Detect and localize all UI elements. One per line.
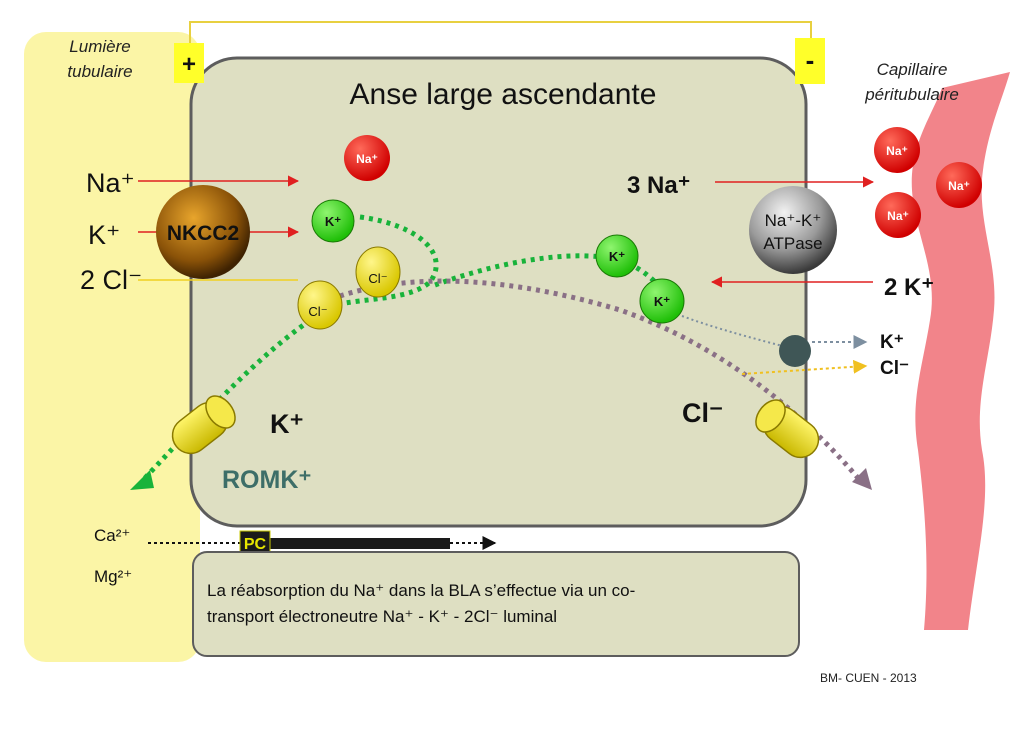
- na-ion-cell: [344, 135, 390, 181]
- na-ion-capillary-3: [875, 192, 921, 238]
- credit: BM- CUEN - 2013: [820, 671, 917, 685]
- lumen-label-line2: tubulaire: [67, 62, 132, 81]
- capillary-label-line1: Capillaire: [877, 60, 948, 79]
- cl-ion-cell-lower-label: Cl⁻: [308, 304, 327, 319]
- k-ion-cell-left-label: K⁺: [325, 214, 341, 229]
- cl-ion-cell-upper: [355, 246, 401, 298]
- na-ion-capillary-3-label: Na⁺: [887, 209, 909, 223]
- pc-label: PC: [244, 536, 267, 553]
- na-lumen-label: Na⁺: [86, 168, 135, 198]
- k-ion-cell-right-upper-label: K⁺: [609, 249, 625, 264]
- mg-label: Mg²⁺: [94, 567, 132, 586]
- two-k-label: 2 K⁺: [884, 274, 934, 301]
- cl-lumen-label: 2 Cl⁻: [80, 265, 142, 295]
- potential-circuit-line: [189, 21, 812, 52]
- na-ion-capillary-1-label: Na⁺: [886, 144, 908, 158]
- cl-exit-arrow: [741, 359, 868, 375]
- romk-k-label: K⁺: [270, 409, 304, 439]
- k-ion-cell-left: [311, 199, 355, 243]
- note-line2: transport électroneutre Na⁺ - K⁺ - 2Cl⁻ …: [207, 607, 557, 626]
- minus-badge: [795, 38, 825, 84]
- cl-ion-cell-lower: [297, 280, 343, 330]
- note-line1: La réabsorption du Na⁺ dans la BLA s’eff…: [207, 581, 635, 600]
- k-exit-label: K⁺: [880, 332, 904, 353]
- kcl-cotransporter: [779, 335, 811, 367]
- nkcc2-label: NKCC2: [167, 222, 239, 245]
- na-ion-cell-label: Na⁺: [356, 152, 378, 166]
- lumen-label-line1: Lumière: [69, 37, 130, 56]
- na-ion-capillary-1: [874, 127, 920, 173]
- capillary-label-line2: péritubulaire: [864, 85, 959, 104]
- cl-exit-arrowhead: [852, 468, 872, 490]
- romk-channel: [171, 395, 236, 455]
- cell-body: [189, 56, 808, 528]
- cl-ion-cell-upper-label: Cl⁻: [368, 271, 387, 286]
- cl-channel-label: Cl⁻: [682, 398, 723, 428]
- cl-channel: [755, 399, 820, 459]
- tight-junction-bar: [268, 538, 450, 549]
- tubular-lumen: [24, 32, 200, 662]
- cl-exit-label: Cl⁻: [880, 358, 909, 379]
- na-k-atpase-pump: [749, 186, 837, 274]
- atpase-label-line2: ATPase: [763, 234, 822, 253]
- k-recycling-arrowhead: [130, 470, 154, 490]
- na-ion-capillary-2: [936, 162, 982, 208]
- note-box: [192, 551, 800, 657]
- plus-badge: [174, 43, 204, 83]
- na-ion-capillary-2-label: Na⁺: [948, 179, 970, 193]
- atpase-label-line1: Na⁺-K⁺: [765, 211, 822, 230]
- cl-exit-path: [339, 278, 860, 480]
- three-na-label: 3 Na⁺: [627, 172, 690, 199]
- k-ion-cell-right-upper: [595, 234, 639, 278]
- k-ion-cell-right-lower-label: K⁺: [654, 294, 670, 309]
- nkcc2-transporter: [156, 185, 250, 279]
- ca-label: Ca²⁺: [94, 526, 130, 545]
- cell-title: Anse large ascendante: [350, 78, 657, 111]
- romk-label: ROMK⁺: [222, 466, 312, 494]
- k-ion-cell-right-lower: [639, 278, 685, 324]
- minus-sign: -: [806, 45, 815, 75]
- peritubular-capillary: [911, 72, 1010, 630]
- plus-sign: +: [182, 51, 196, 78]
- k-lumen-label: K⁺: [88, 220, 120, 250]
